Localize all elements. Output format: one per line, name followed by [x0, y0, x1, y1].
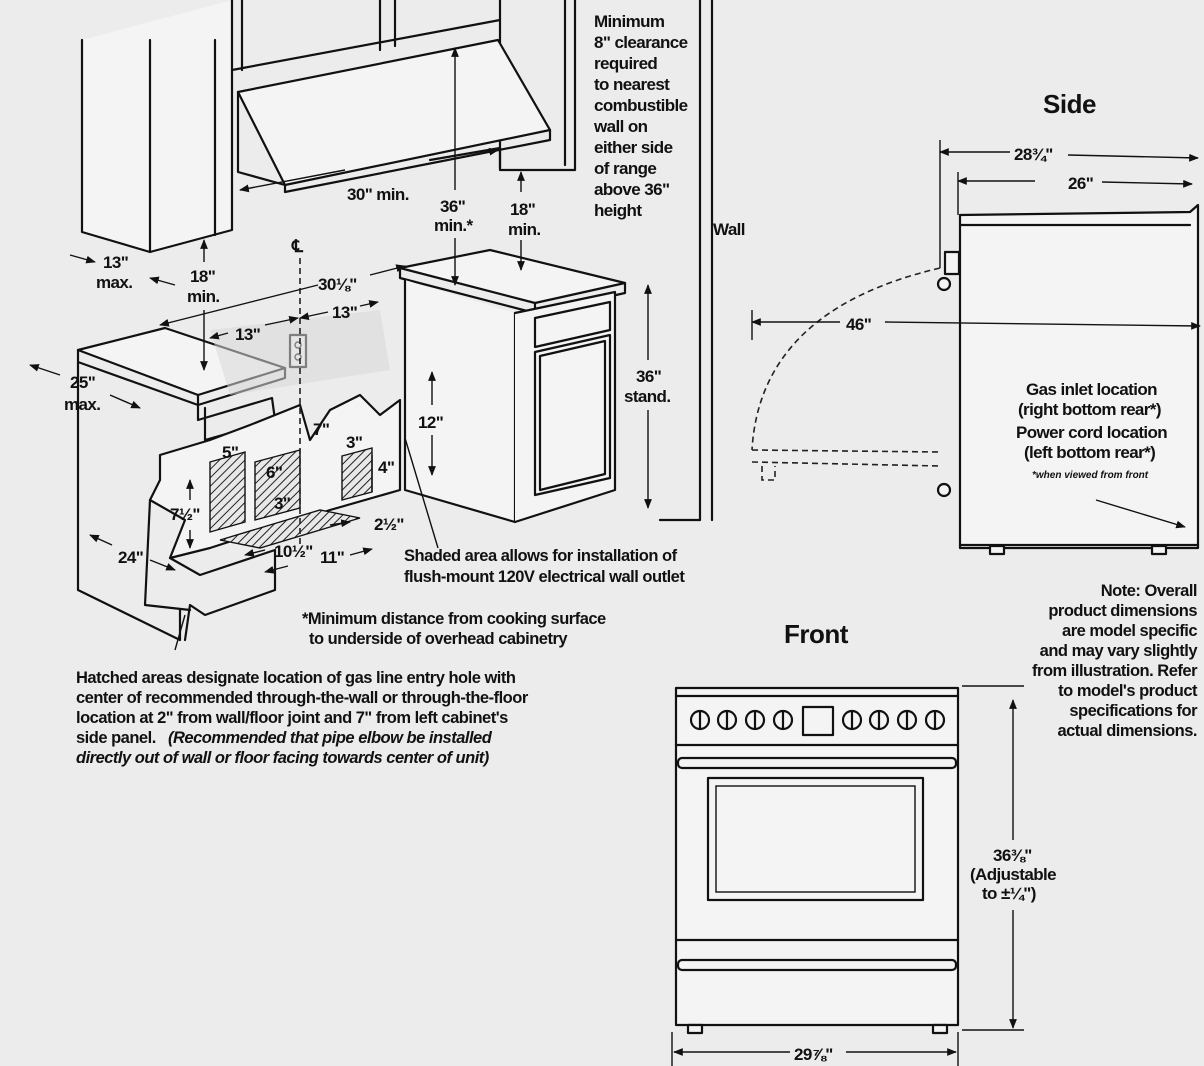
svg-text:flush-mount 120V electrical wa: flush-mount 120V electrical wall outlet — [404, 568, 685, 586]
svg-text:Minimum: Minimum — [594, 12, 665, 31]
svg-text:actual dimensions.: actual dimensions. — [1057, 722, 1197, 740]
svg-text:height: height — [594, 201, 642, 220]
dim-36-min-b: min.* — [434, 216, 474, 235]
oven-door-handle — [676, 756, 958, 770]
dim-5: 5" — [222, 443, 238, 462]
svg-text:Shaded area allows for install: Shaded area allows for installation of — [404, 547, 678, 565]
svg-text:above 36": above 36" — [594, 180, 669, 199]
dim-36-min-a: 36" — [440, 197, 465, 216]
hatched-area-left — [209, 451, 246, 533]
svg-text:either side: either side — [594, 138, 673, 157]
side-dim-28-3-4: 28¾" — [1014, 145, 1053, 164]
svg-text:to nearest: to nearest — [594, 75, 670, 94]
svg-text:specifications for: specifications for — [1069, 702, 1198, 720]
display-panel — [801, 705, 835, 737]
dim-30-min: 30" min. — [347, 185, 409, 204]
min-distance-note: *Minimum distance from cooking surface t… — [302, 610, 607, 648]
installation-perspective: 30" min. 36" min.* 18" min. 13" max. 18"… — [29, 0, 714, 651]
svg-text:required: required — [594, 54, 657, 73]
side-dim-46: 46" — [846, 315, 871, 334]
dim-36-stand-a: 36" — [636, 367, 661, 386]
svg-text:(Recommended that pipe elbow b: (Recommended that pipe elbow be installe… — [168, 729, 493, 747]
svg-text:to underside of overhead cabin: to underside of overhead cabinetry — [309, 630, 568, 648]
shaded-area-note: Shaded area allows for installation of f… — [404, 547, 686, 586]
svg-text:to model's product: to model's product — [1058, 682, 1198, 700]
svg-text:Power cord location: Power cord location — [1016, 423, 1167, 442]
svg-text:from illustration. Refer: from illustration. Refer — [1032, 662, 1198, 680]
dim-4: 4" — [378, 458, 394, 477]
range-side-body — [958, 203, 1200, 550]
dim-25-max-b: max. — [64, 395, 100, 414]
svg-text:(right bottom rear*): (right bottom rear*) — [1018, 400, 1161, 419]
hatched-areas-note: Hatched areas designate location of gas … — [76, 669, 529, 767]
dim-7-1-2: 7½" — [170, 505, 200, 524]
clearance-note: Minimum 8" clearance required to nearest… — [593, 12, 688, 220]
wall-label: Wall — [713, 220, 745, 239]
svg-text:location at 2" from wall/floor: location at 2" from wall/floor joint and… — [76, 709, 508, 727]
side-view: Side 28¾" 26" 46" Gas inlet location (ri… — [751, 89, 1201, 556]
svg-text:of range: of range — [594, 159, 656, 178]
right-base-cabinet — [403, 278, 517, 524]
dim-30-1-8: 30⅛" — [318, 275, 357, 294]
dim-18-min-b: min. — [508, 220, 541, 239]
range-hood — [236, 38, 552, 187]
svg-text:and may vary slightly: and may vary slightly — [1040, 642, 1199, 660]
side-dim-26: 26" — [1068, 174, 1093, 193]
wall — [658, 0, 714, 522]
svg-text:(left bottom rear*): (left bottom rear*) — [1024, 443, 1155, 462]
svg-text:Note: Overall: Note: Overall — [1101, 582, 1197, 600]
front-width: 29⅞" — [794, 1045, 833, 1064]
dim-36-stand-b: stand. — [624, 387, 670, 406]
svg-text:product dimensions: product dimensions — [1048, 602, 1197, 620]
front-height-line-3: to ±¼") — [982, 884, 1036, 903]
control-knobs — [689, 705, 946, 737]
front-height-line-1: 36⅜" — [993, 846, 1032, 865]
dim-18-min2-b: min. — [187, 287, 220, 306]
dim-6: 6" — [266, 463, 282, 482]
svg-text:wall on: wall on — [593, 117, 648, 136]
svg-text:combustible: combustible — [594, 96, 688, 115]
upper-cabinet-right — [230, 0, 577, 172]
hatched-area-right — [341, 447, 373, 501]
dim-11: 11" — [320, 548, 344, 567]
centerline-symbol: ℄ — [291, 237, 304, 256]
oven-window — [706, 776, 925, 902]
upper-cabinet-left — [80, 0, 234, 254]
dim-13-max-b: max. — [96, 273, 132, 292]
svg-text:*Minimum distance from cooking: *Minimum distance from cooking surface — [302, 610, 606, 628]
door-swing-arc — [751, 267, 941, 451]
side-footnote: *when viewed from front — [1032, 470, 1149, 481]
svg-text:directly out of wall or floor: directly out of wall or floor facing tow… — [76, 749, 490, 767]
svg-text:are model specific: are model specific — [1062, 622, 1197, 640]
front-height-line-2: (Adjustable — [970, 865, 1056, 884]
dimension-lines — [29, 47, 652, 651]
dim-7: 7" — [313, 420, 329, 439]
hatched-floor-area — [219, 509, 361, 549]
dim-3-b: 3" — [274, 494, 290, 513]
dim-3-a: 3" — [346, 433, 362, 452]
dim-25-max-a: 25" — [70, 373, 95, 392]
dim-18-min2-a: 18" — [190, 267, 215, 286]
dim-12: 12" — [418, 413, 443, 432]
dim-10-1-2: 10½" — [274, 542, 313, 561]
front-view: Front 36⅜" (Adjustable t — [671, 619, 1057, 1066]
dim-24: 24" — [118, 548, 143, 567]
dimensions-note: Note: Overall product dimensions are mod… — [1032, 582, 1199, 740]
dim-13-max-a: 13" — [103, 253, 128, 272]
drawer-handle — [676, 958, 958, 972]
svg-text:Hatched areas designate locati: Hatched areas designate location of gas … — [76, 669, 516, 687]
dim-13-b: 13" — [332, 303, 357, 322]
front-title: Front — [784, 619, 849, 649]
svg-text:center of recommended through-: center of recommended through-the-wall o… — [76, 689, 529, 707]
svg-text:8" clearance: 8" clearance — [594, 33, 688, 52]
dim-2-1-2: 2½" — [374, 515, 404, 534]
dim-18-min-a: 18" — [510, 200, 535, 219]
dim-13-a: 13" — [235, 325, 260, 344]
svg-text:Gas inlet location: Gas inlet location — [1026, 380, 1157, 399]
svg-text:side panel.: side panel. — [76, 729, 156, 747]
side-title: Side — [1043, 89, 1096, 119]
